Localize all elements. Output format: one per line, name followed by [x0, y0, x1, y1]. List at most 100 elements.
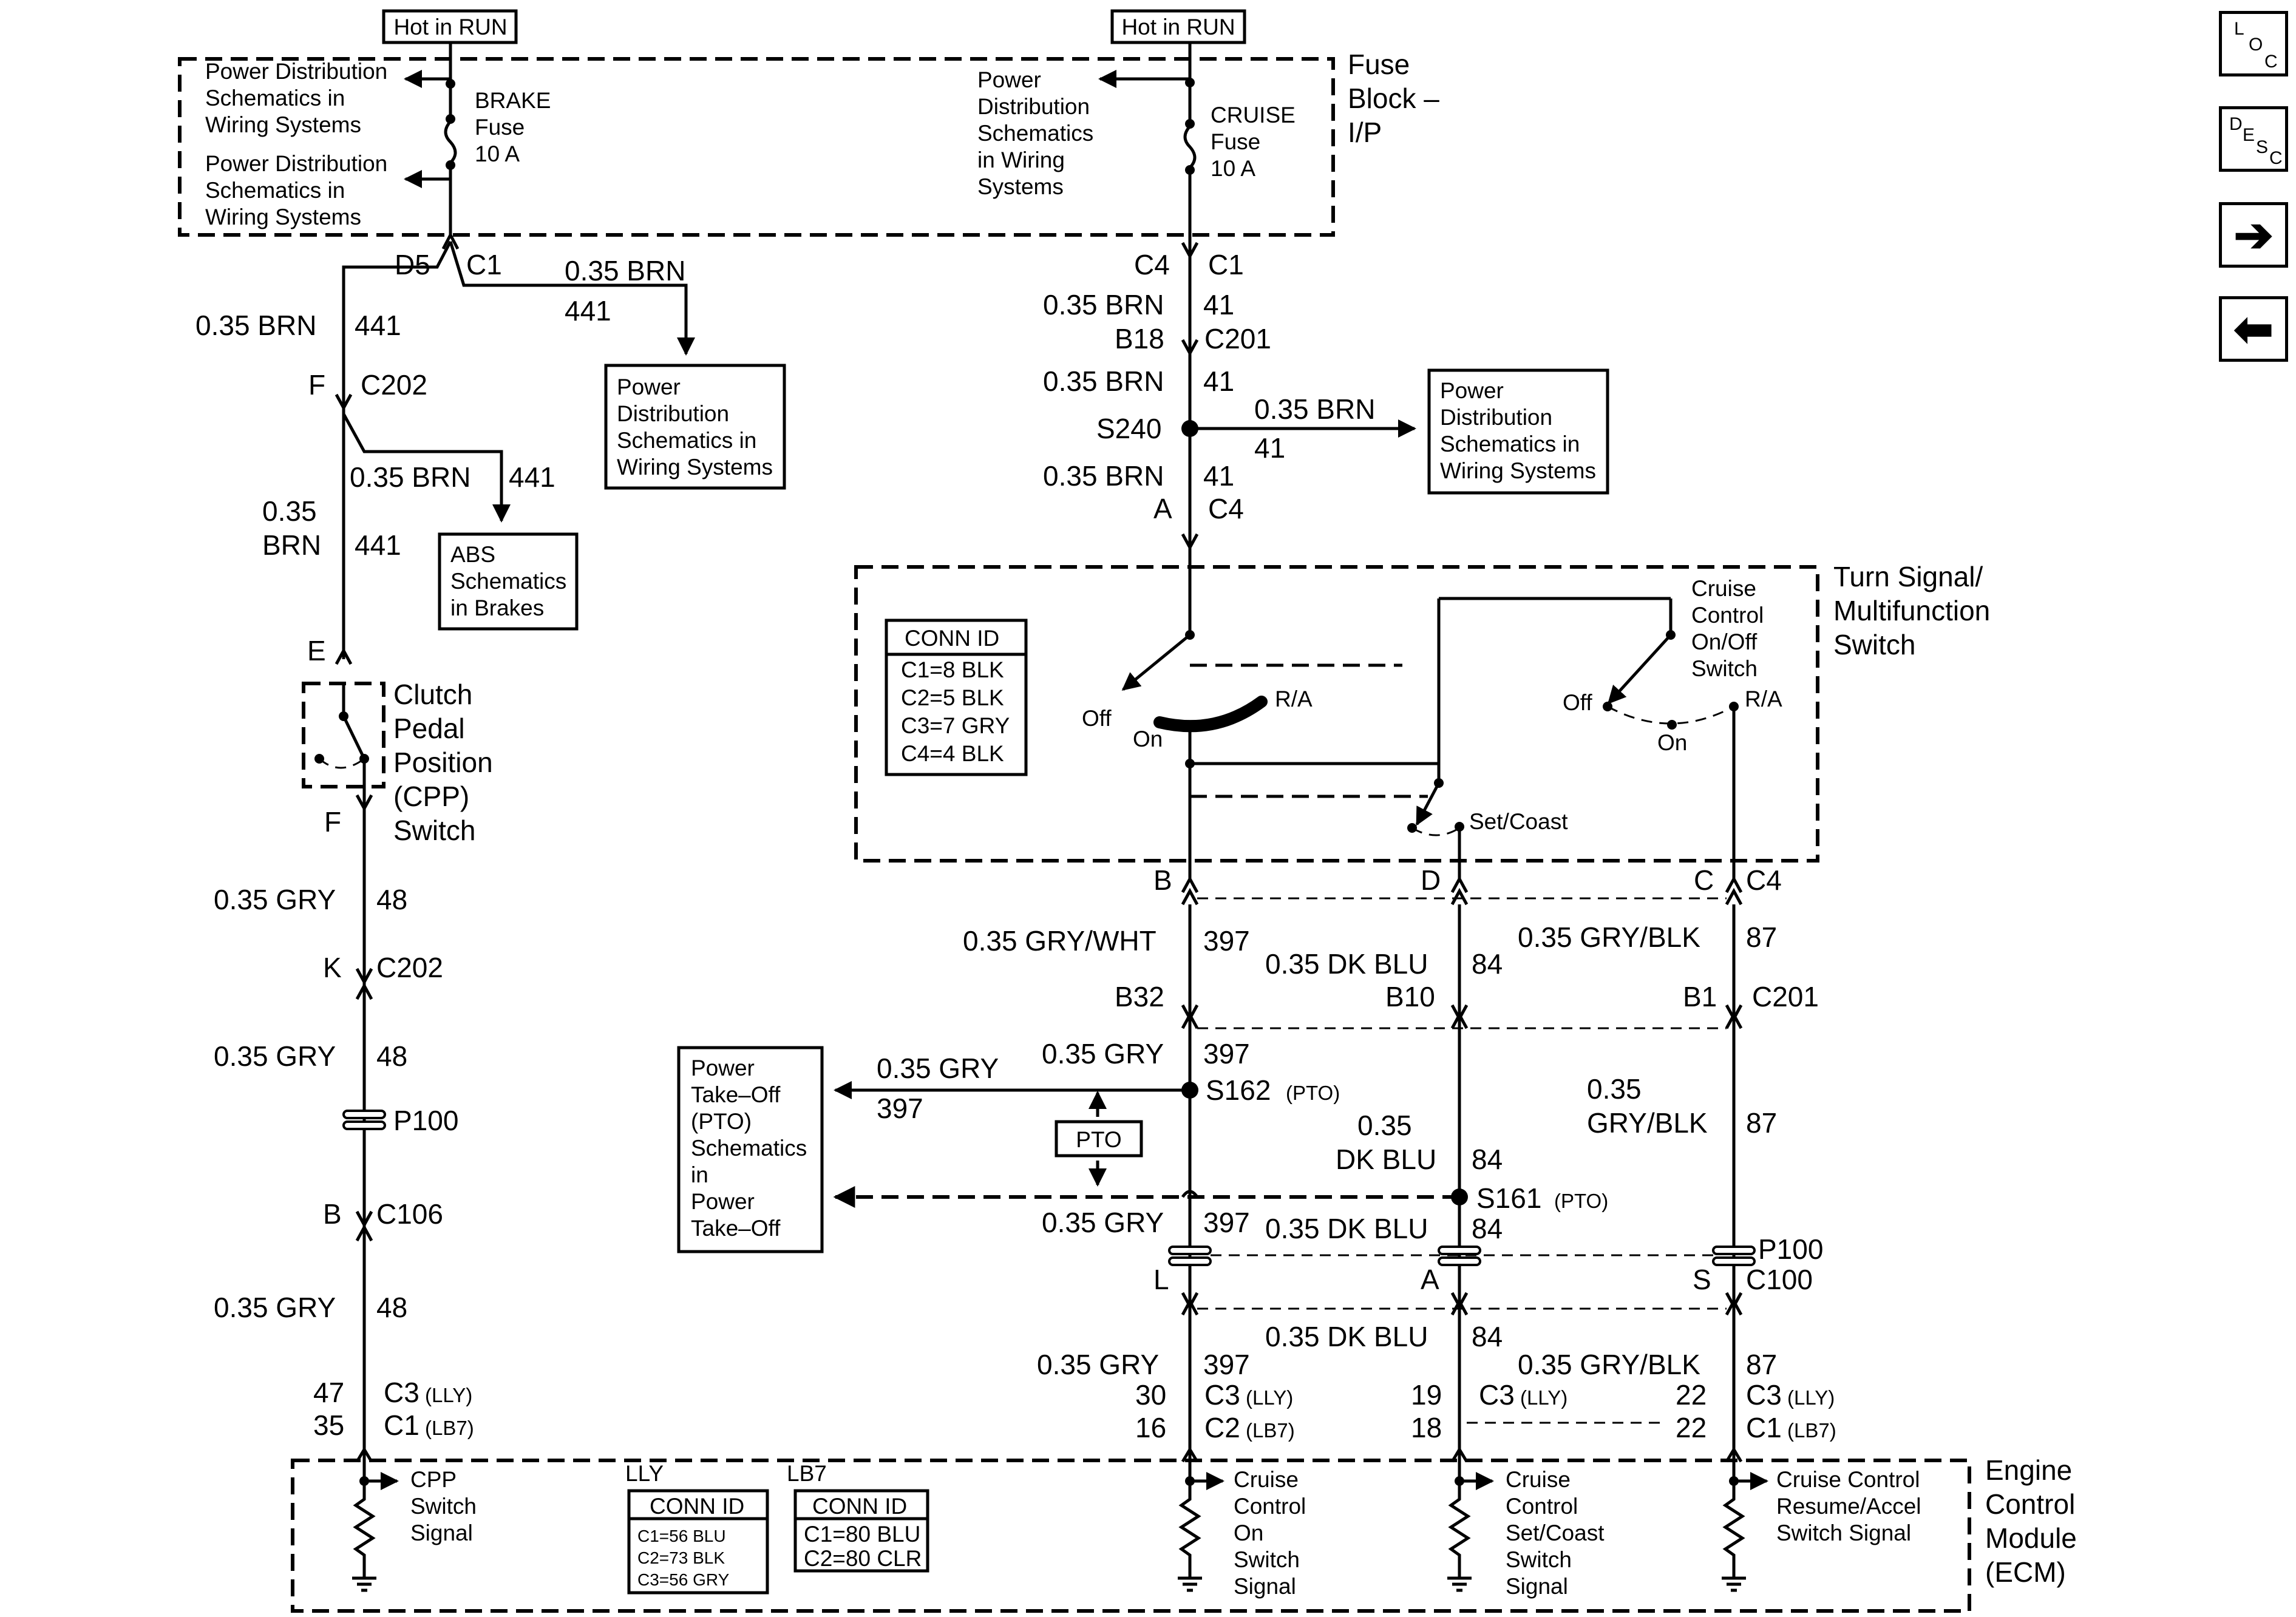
svg-text:30: 30	[1135, 1379, 1166, 1411]
previous-button[interactable]: ⬅	[2219, 296, 2288, 362]
svg-text:0.35 GRY/BLK: 0.35 GRY/BLK	[1518, 1349, 1700, 1380]
next-button[interactable]: ➔	[2219, 202, 2288, 268]
svg-text:0.35 BRN: 0.35 BRN	[1043, 289, 1164, 320]
svg-text:397: 397	[1203, 1038, 1250, 1070]
svg-text:(PTO): (PTO)	[1554, 1190, 1608, 1212]
svg-text:0.35 GRY: 0.35 GRY	[1037, 1349, 1159, 1380]
desc-letter-e: E	[2243, 125, 2255, 145]
power-distribution-ref-1: Power Distribution Schematics in Wiring …	[205, 59, 387, 137]
conn-id-table-tsm: CONN ID C1=8 BLK C2=5 BLK C3=7 GRY C4=4 …	[885, 619, 1028, 776]
svg-text:C4: C4	[1208, 493, 1244, 524]
description-button[interactable]: D E S C	[2219, 106, 2288, 172]
svg-text:C3: C3	[384, 1377, 419, 1408]
svg-text:Wiring Systems: Wiring Systems	[205, 112, 361, 137]
svg-text:(LLY): (LLY)	[1246, 1386, 1293, 1409]
loc-letter-o: O	[2249, 35, 2263, 55]
svg-text:L: L	[1153, 1264, 1169, 1295]
ecm-on-signal-label: Cruise Control On Switch Signal	[1234, 1467, 1306, 1599]
svg-text:41: 41	[1203, 460, 1234, 492]
svg-text:Take–Off: Take–Off	[691, 1082, 781, 1107]
svg-text:I/P: I/P	[1348, 117, 1382, 148]
svg-text:Signal: Signal	[1234, 1574, 1296, 1599]
svg-text:87: 87	[1746, 921, 1777, 953]
location-button[interactable]: L O C	[2219, 11, 2288, 76]
svg-text:(ECM): (ECM)	[1985, 1556, 2066, 1588]
svg-text:S161: S161	[1476, 1182, 1541, 1214]
svg-text:Wiring Systems: Wiring Systems	[205, 205, 361, 229]
svg-text:On: On	[1133, 727, 1163, 751]
svg-text:B10: B10	[1385, 981, 1435, 1012]
svg-text:0.35 BRN: 0.35 BRN	[1254, 393, 1375, 425]
svg-text:C1=8 BLK: C1=8 BLK	[901, 657, 1004, 682]
svg-text:0.35 BRN: 0.35 BRN	[1043, 460, 1164, 492]
svg-text:B: B	[323, 1198, 342, 1230]
svg-text:10 A: 10 A	[475, 141, 520, 166]
svg-text:Schematics in: Schematics in	[1440, 432, 1580, 456]
svg-text:16: 16	[1135, 1412, 1166, 1443]
svg-text:Module: Module	[1985, 1522, 2077, 1554]
svg-text:B18: B18	[1115, 323, 1164, 354]
svg-text:C106: C106	[376, 1198, 443, 1230]
svg-text:(CPP): (CPP)	[393, 781, 469, 812]
svg-text:C2=73 BLK: C2=73 BLK	[637, 1548, 725, 1567]
ecm-res-signal-label: Cruise Control Resume/Accel Switch Signa…	[1776, 1467, 1921, 1545]
svg-text:PTO: PTO	[1076, 1127, 1121, 1152]
svg-text:Cruise: Cruise	[1691, 576, 1756, 601]
svg-text:(LB7): (LB7)	[1246, 1419, 1295, 1442]
svg-text:C2: C2	[1204, 1412, 1240, 1443]
svg-text:Signal: Signal	[1506, 1574, 1568, 1599]
svg-text:On: On	[1234, 1520, 1263, 1545]
svg-text:R/A: R/A	[1275, 686, 1313, 711]
pto-option-box: PTO	[1055, 1091, 1143, 1187]
svg-text:C202: C202	[376, 952, 443, 983]
svg-text:On: On	[1657, 730, 1687, 755]
svg-text:in: in	[691, 1162, 708, 1187]
svg-text:397: 397	[1203, 1349, 1250, 1380]
svg-text:Control: Control	[1691, 603, 1764, 628]
svg-text:C4: C4	[1746, 864, 1782, 896]
svg-text:Distribution: Distribution	[1440, 405, 1552, 430]
svg-text:Power: Power	[691, 1056, 755, 1080]
svg-text:Multifunction: Multifunction	[1833, 595, 1990, 626]
svg-text:CPP: CPP	[410, 1467, 457, 1492]
svg-text:41: 41	[1254, 432, 1285, 464]
svg-text:Engine: Engine	[1985, 1454, 2072, 1486]
fuse-block-boundary	[178, 57, 1335, 237]
svg-text:Power: Power	[1440, 378, 1504, 403]
desc-letter-c: C	[2269, 148, 2283, 168]
cruise-fuse-label: CRUISE Fuse 10 A	[1211, 103, 1296, 181]
svg-text:C4: C4	[1134, 249, 1170, 280]
p100-splice-cruise	[1168, 1246, 1756, 1266]
svg-text:Take–Off: Take–Off	[691, 1216, 781, 1241]
svg-text:Control: Control	[1985, 1488, 2075, 1520]
svg-text:Schematics in: Schematics in	[617, 428, 756, 453]
ecm-input-res	[1722, 1446, 1768, 1592]
pd-box-cruise: Power Distribution Schematics in Wiring …	[1427, 368, 1609, 495]
svg-text:Resume/Accel: Resume/Accel	[1776, 1494, 1921, 1519]
svg-text:18: 18	[1411, 1412, 1442, 1443]
loc-letter-l: L	[2234, 19, 2244, 39]
svg-text:Wiring Systems: Wiring Systems	[617, 455, 773, 480]
svg-text:C201: C201	[1204, 323, 1271, 354]
svg-text:Switch: Switch	[1691, 656, 1758, 681]
svg-text:Power: Power	[977, 67, 1041, 92]
ecm-label: Engine Control Module (ECM)	[1985, 1454, 2077, 1588]
svg-text:Power Distribution: Power Distribution	[205, 151, 387, 176]
abs-schematics-box: ABS Schematics in Brakes	[438, 532, 579, 631]
svg-text:48: 48	[376, 884, 407, 915]
svg-text:Block –: Block –	[1348, 83, 1439, 114]
svg-text:Switch: Switch	[1833, 629, 1915, 660]
svg-text:Set/Coast: Set/Coast	[1506, 1520, 1605, 1545]
svg-text:Schematics in: Schematics in	[205, 178, 345, 203]
svg-text:0.35 BRN: 0.35 BRN	[350, 461, 470, 493]
svg-text:0.35 GRY: 0.35 GRY	[1042, 1207, 1164, 1238]
svg-text:C202: C202	[361, 369, 427, 401]
svg-text:D5: D5	[395, 249, 430, 280]
svg-text:84: 84	[1472, 1321, 1503, 1352]
svg-text:B: B	[1153, 864, 1172, 896]
svg-text:C3: C3	[1479, 1379, 1515, 1411]
svg-text:Control: Control	[1506, 1494, 1578, 1519]
svg-text:C2=80 CLR: C2=80 CLR	[804, 1546, 922, 1571]
svg-text:On/Off: On/Off	[1691, 629, 1758, 654]
svg-text:(PTO): (PTO)	[691, 1109, 752, 1134]
